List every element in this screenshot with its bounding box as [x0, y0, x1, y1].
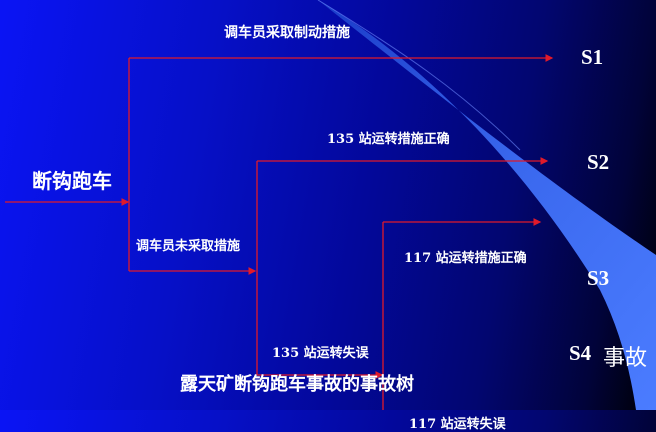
- event-tree-lines: [5, 54, 554, 410]
- diagram-caption: 露天矿断钩跑车事故的事故树: [180, 374, 414, 395]
- branch-117-correct: 117 站运转措施正确: [404, 251, 527, 266]
- initiating-event-label: 断钩跑车: [32, 169, 112, 193]
- outcome-s3: S3: [587, 266, 610, 290]
- outcome-s2: S2: [587, 150, 610, 174]
- branch-135-error: 135 站运转失误: [272, 346, 369, 361]
- branch-117-error: 117 站运转失误: [409, 417, 506, 432]
- branch-dispatcher-no-action: 调车员未采取措施: [136, 239, 241, 254]
- background-swoosh: [317, 0, 656, 410]
- branch-135-correct: 135 站运转措施正确: [327, 132, 450, 147]
- outcome-s1: S1: [581, 45, 604, 69]
- accident-label: 事故: [603, 346, 648, 371]
- outcome-s4: S4: [569, 341, 592, 365]
- branch-dispatcher-brakes: 调车员采取制动措施: [224, 25, 350, 41]
